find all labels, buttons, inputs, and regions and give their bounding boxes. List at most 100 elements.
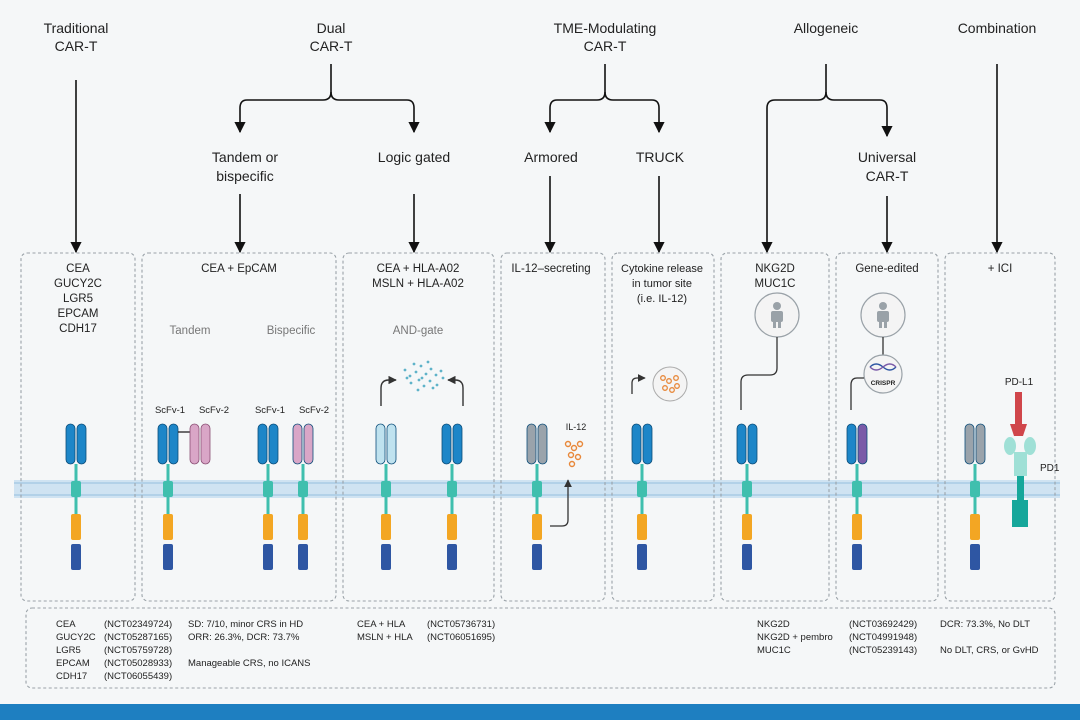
svg-text:MUC1C: MUC1C	[755, 278, 796, 290]
panel-truck	[611, 252, 715, 602]
svg-text:Universal: Universal	[858, 149, 916, 165]
trials-logic: CEA + HLA MSLN + HLA (NCT05736731) (NCT0…	[357, 619, 495, 643]
footer-bar	[0, 704, 1080, 720]
svg-text:CAR-T: CAR-T	[55, 38, 98, 54]
svg-text:CAR-T: CAR-T	[584, 38, 627, 54]
pdl1-icon	[1010, 392, 1027, 436]
svg-text:CEA: CEA	[56, 619, 76, 630]
il12-label: IL-12	[566, 422, 587, 432]
and-gate-arrows	[380, 375, 464, 406]
logic-title: CEA + HLA-A02 MSLN + HLA-A02	[372, 263, 464, 290]
svg-text:MUC1C: MUC1C	[757, 645, 791, 656]
category-allogeneic: Allogeneic	[794, 20, 859, 36]
donor-connector	[740, 337, 778, 410]
gene-edited-title: Gene-edited	[855, 263, 918, 275]
category-tme: TME-Modulating CAR-T	[554, 20, 657, 54]
svg-text:CEA + HLA-A02: CEA + HLA-A02	[377, 263, 460, 275]
svg-text:CAR-T: CAR-T	[310, 38, 353, 54]
bispecific-label: Bispecific	[267, 325, 316, 337]
subcategory-universal: Universal CAR-T	[858, 149, 916, 184]
svg-text:(NCT05239143): (NCT05239143)	[849, 645, 917, 656]
svg-text:(NCT06055439): (NCT06055439)	[104, 671, 172, 682]
svg-text:ScFv-2: ScFv-2	[299, 405, 329, 416]
svg-text:EPCAM: EPCAM	[58, 308, 99, 320]
car-receptor-icon	[65, 423, 87, 570]
pd1-label: PD1	[1040, 463, 1060, 474]
cytokine-icon	[652, 366, 688, 402]
svg-text:EPCAM: EPCAM	[56, 658, 90, 669]
svg-text:ScFv-1: ScFv-1	[155, 405, 185, 416]
svg-text:(NCT05287165): (NCT05287165)	[104, 632, 172, 643]
car-receptor-icon	[631, 423, 653, 570]
svg-text:NKG2D: NKG2D	[755, 263, 795, 275]
svg-text:Combination: Combination	[958, 20, 1037, 36]
svg-text:(NCT03692429): (NCT03692429)	[849, 619, 917, 630]
svg-text:NKG2D: NKG2D	[757, 619, 790, 630]
panel-armored	[500, 252, 606, 602]
svg-text:No DLT, CRS, or GvHD: No DLT, CRS, or GvHD	[940, 645, 1039, 656]
svg-text:Tandem or: Tandem or	[212, 149, 278, 165]
trials-traditional: CEA GUCY2C LGR5 EPCAM CDH17 (NCT02349724…	[56, 619, 311, 682]
car-receptor-icon	[257, 423, 279, 570]
svg-text:SD: 7/10, minor CRS in HD: SD: 7/10, minor CRS in HD	[188, 619, 303, 630]
tree-connectors	[70, 64, 1003, 254]
svg-text:(NCT05028933): (NCT05028933)	[104, 658, 172, 669]
svg-text:Traditional: Traditional	[44, 20, 109, 36]
subcategory-truck: TRUCK	[636, 149, 685, 165]
panel-logic	[342, 252, 495, 602]
svg-text:GUCY2C: GUCY2C	[54, 278, 102, 290]
svg-text:Manageable CRS, no ICANS: Manageable CRS, no ICANS	[188, 658, 311, 669]
subcategory-armored: Armored	[524, 149, 578, 165]
ici-title: + ICI	[988, 263, 1013, 275]
svg-text:LGR5: LGR5	[63, 293, 93, 305]
category-dual: Dual CAR-T	[310, 20, 353, 54]
antigen-cloud-icon	[403, 360, 445, 392]
svg-text:(NCT05759728): (NCT05759728)	[104, 645, 172, 656]
armored-title: IL-12–secreting	[511, 263, 590, 275]
crispr-dna-icon: CRISPR	[863, 354, 903, 394]
svg-text:Dual: Dual	[317, 20, 346, 36]
trials-combination: DCR: 73.3%, No DLT No DLT, CRS, or GvHD	[940, 619, 1039, 656]
svg-text:CRISPR: CRISPR	[871, 380, 896, 387]
svg-text:NKG2D + pembro: NKG2D + pembro	[757, 632, 833, 643]
car-receptor-icon	[526, 423, 548, 570]
nkg2d-title: NKG2D MUC1C	[755, 263, 796, 290]
svg-text:(NCT06051695): (NCT06051695)	[427, 632, 495, 643]
car-receptors	[65, 423, 986, 570]
svg-text:ORR: 26.3%, DCR: 73.7%: ORR: 26.3%, DCR: 73.7%	[188, 632, 300, 643]
car-receptor-icon	[157, 423, 211, 570]
svg-text:(NCT02349724): (NCT02349724)	[104, 619, 172, 630]
category-traditional: Traditional CAR-T	[44, 20, 109, 54]
car-receptor-icon	[846, 423, 868, 570]
svg-text:CEA + HLA: CEA + HLA	[357, 619, 406, 630]
svg-text:CDH17: CDH17	[59, 323, 97, 335]
trials-allogeneic: NKG2D NKG2D + pembro MUC1C (NCT03692429)…	[757, 619, 917, 656]
svg-text:LGR5: LGR5	[56, 645, 81, 656]
svg-text:MSLN + HLA-A02: MSLN + HLA-A02	[372, 278, 464, 290]
svg-text:CAR-T: CAR-T	[866, 168, 909, 184]
and-gate-label: AND-gate	[393, 325, 444, 337]
svg-text:DCR: 73.3%, No DLT: DCR: 73.3%, No DLT	[940, 619, 1030, 630]
secretion-arrow	[550, 479, 572, 527]
tandem-label: Tandem	[170, 325, 211, 337]
edit-connector	[850, 377, 864, 410]
person-icon	[754, 292, 800, 338]
panel-tandem	[141, 252, 337, 602]
svg-text:Allogeneic: Allogeneic	[794, 20, 859, 36]
svg-text:ScFv-1: ScFv-1	[255, 405, 285, 416]
truck-induction-arrow	[631, 374, 646, 394]
category-combination: Combination	[958, 20, 1037, 36]
traditional-targets: CEA GUCY2C LGR5 EPCAM CDH17	[54, 263, 102, 335]
svg-text:CDH17: CDH17	[56, 671, 87, 682]
svg-text:GUCY2C: GUCY2C	[56, 632, 96, 643]
car-receptor-icon	[441, 423, 463, 570]
panel-frames	[20, 252, 1056, 689]
car-receptor-icon	[964, 423, 986, 570]
panel-ici	[944, 252, 1056, 602]
tandem-title: CEA + EpCAM	[201, 263, 277, 275]
svg-text:TME-Modulating: TME-Modulating	[554, 20, 657, 36]
car-receptor-icon	[375, 423, 397, 570]
scfv-labels: ScFv-1 ScFv-2 ScFv-1 ScFv-2	[155, 405, 329, 416]
svg-text:ScFv-2: ScFv-2	[199, 405, 229, 416]
